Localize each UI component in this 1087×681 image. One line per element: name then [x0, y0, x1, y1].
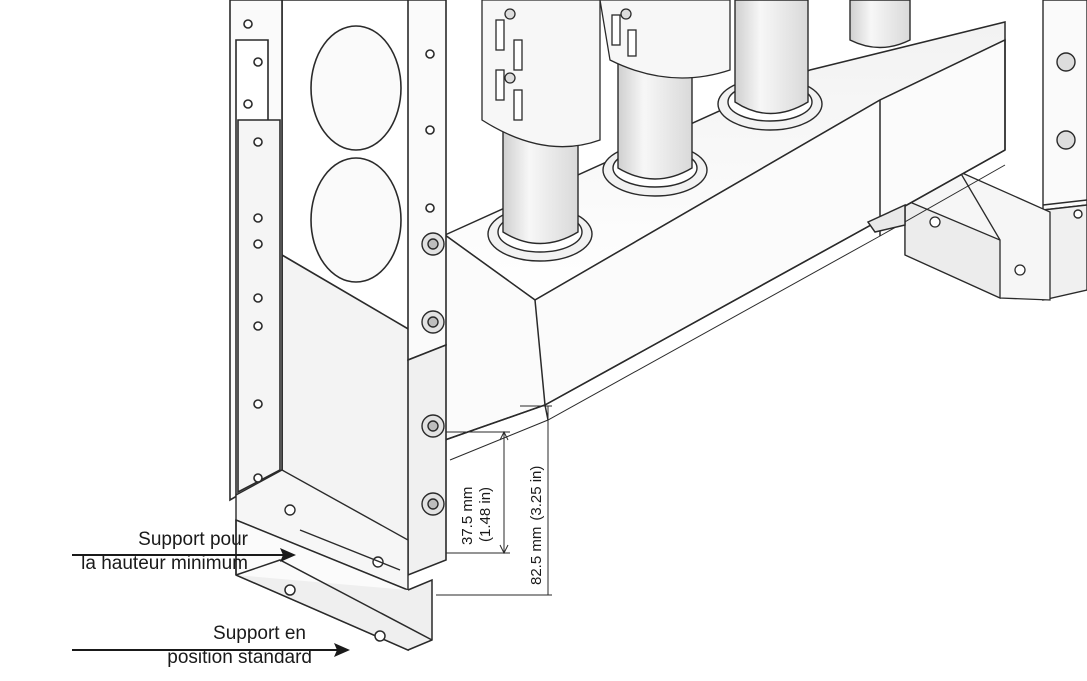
bolt-icon	[1056, 52, 1076, 72]
dimension-long-metric: 82.5 mm	[528, 527, 545, 585]
dimension-lines	[436, 405, 552, 596]
dimension-long-imperial: (3.25 in)	[528, 466, 545, 521]
connector-blocks	[481, 0, 731, 148]
arrow-right-icon	[334, 643, 350, 657]
callout-std-line1: Support en	[213, 623, 306, 644]
tubes	[487, 0, 911, 262]
dimension-short-imperial: (1.48 in)	[477, 487, 494, 542]
standard-bracket-shape	[235, 518, 433, 652]
callout-standard-bracket: Support en position standard	[0, 622, 312, 670]
arrow-right-icon	[280, 548, 296, 562]
rear-bracket	[904, 171, 1051, 301]
bolt-icon	[1056, 130, 1076, 150]
leader-arrows	[72, 548, 350, 657]
callout-std-line2: position standard	[167, 647, 312, 668]
callout-min-height-bracket: Support pour la hauteur minimum	[0, 528, 248, 576]
front-post	[229, 0, 447, 577]
post-bolts	[421, 232, 445, 516]
min-height-bracket-shape	[235, 469, 409, 592]
dimension-long-label: 82.5 mm (3.25 in)	[528, 466, 545, 585]
callout-min-line2: la hauteur minimum	[81, 553, 248, 574]
dimension-short-metric: 37.5 mm	[459, 487, 476, 545]
callout-min-line1: Support pour	[138, 529, 248, 550]
